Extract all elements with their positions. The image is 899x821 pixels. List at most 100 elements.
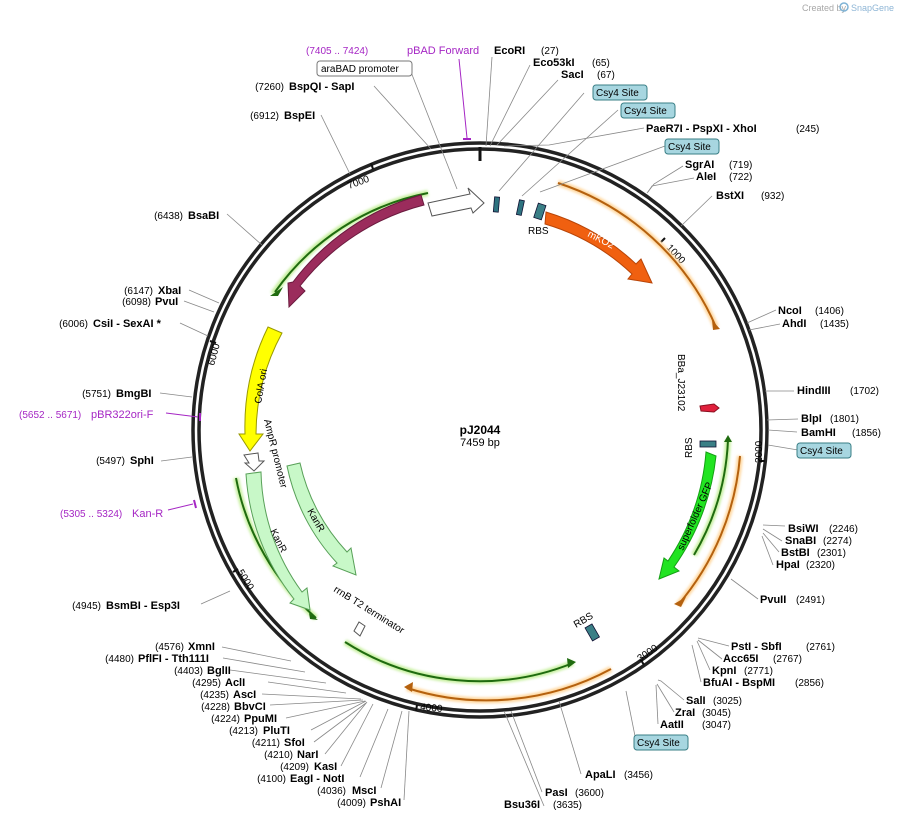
enzyme-name[interactable]: CsiI - SexAI *: [93, 318, 162, 330]
rbs-marker-top[interactable]: [533, 202, 547, 221]
tick-3000: [640, 659, 645, 666]
enzyme-name[interactable]: SgrAI: [685, 159, 714, 171]
enzyme-pos: (4209): [280, 762, 309, 773]
csy4-site-box-2[interactable]: [620, 102, 676, 119]
enzyme-pos: (6912): [250, 111, 279, 122]
arabad-promoter-box[interactable]: [316, 60, 413, 77]
right-green-arrowhead: [724, 435, 732, 442]
csy4-block-1[interactable]: [492, 196, 501, 213]
enzyme-name[interactable]: BstXI: [716, 190, 744, 202]
enzyme-pos: (4213): [229, 726, 258, 737]
mko2-feature[interactable]: [544, 211, 653, 284]
enzyme-name[interactable]: SacI: [561, 69, 584, 81]
enzyme-pos: (4945): [72, 601, 101, 612]
enzyme-name[interactable]: AhdI: [782, 318, 806, 330]
arabad-promoter-arrow[interactable]: [427, 187, 485, 217]
enzyme-name[interactable]: BfuAI - BspMI: [703, 677, 775, 689]
enzyme-pos: (3456): [624, 770, 653, 781]
enzyme-name[interactable]: HindIII: [797, 385, 831, 397]
enzyme-pos: (1406): [815, 306, 844, 317]
enzyme-name[interactable]: BstBI: [781, 547, 810, 559]
rrnb-t2-terminator-marker[interactable]: [353, 621, 366, 637]
enzyme-name[interactable]: BbvCI: [234, 701, 266, 713]
csy4-site-label-5: Csy4 Site: [637, 738, 680, 749]
csy4-site-box-4[interactable]: [796, 442, 852, 459]
arac-strand-arc: [274, 192, 429, 293]
plasmid-backbone: [191, 141, 769, 719]
enzyme-name[interactable]: KasI: [314, 761, 337, 773]
plasmid-name: pJ2044: [460, 423, 501, 437]
enzyme-name[interactable]: PvuI: [155, 296, 178, 308]
kanr-feature-right[interactable]: [286, 462, 357, 576]
enzyme-name[interactable]: AatII: [660, 719, 684, 731]
enzyme-name[interactable]: NarI: [297, 749, 318, 761]
enzyme-name[interactable]: BamHI: [801, 427, 836, 439]
boxed-labels: araBAD promoter Csy4 Site Csy4 Site Csy4…: [316, 60, 852, 751]
pbad-forward-name: pBAD Forward: [407, 45, 479, 57]
csy4-site-box-3[interactable]: [664, 138, 720, 155]
enzyme-pos: (3045): [702, 708, 731, 719]
enzyme-name[interactable]: AclI: [225, 677, 245, 689]
enzyme-name[interactable]: BsiWI: [788, 523, 819, 535]
enzyme-name[interactable]: KpnI: [712, 665, 736, 677]
enzyme-name[interactable]: SnaBI: [785, 535, 816, 547]
csy4-site-box-1[interactable]: [592, 84, 648, 101]
enzyme-name[interactable]: XmnI: [188, 641, 215, 653]
enzyme-name[interactable]: BglII: [207, 665, 231, 677]
enzyme-name[interactable]: PpuMI: [244, 713, 277, 725]
enzyme-name[interactable]: BspEI: [284, 110, 315, 122]
enzyme-name[interactable]: SphI: [130, 455, 154, 467]
enzyme-name[interactable]: AleI: [696, 171, 716, 183]
enzyme-name[interactable]: BspQI - SapI: [289, 81, 354, 93]
enzyme-name[interactable]: NcoI: [778, 305, 802, 317]
kan-r-name: Kan-R: [132, 508, 163, 520]
enzyme-name[interactable]: PstI - SbfI: [731, 641, 782, 653]
kan-r-pos: (5305 .. 5324): [60, 509, 122, 520]
enzyme-name[interactable]: PvuII: [760, 594, 786, 606]
enzyme-name[interactable]: EcoRI: [494, 45, 525, 57]
ampr-promoter-arrow[interactable]: [243, 452, 266, 472]
enzyme-name[interactable]: Acc65I: [723, 653, 758, 665]
tick-6000: [209, 340, 217, 344]
enzyme-name[interactable]: HpaI: [776, 559, 800, 571]
enzyme-name[interactable]: SalI: [686, 695, 706, 707]
enzyme-name[interactable]: XbaI: [158, 285, 181, 297]
rbs-marker-bottom[interactable]: [584, 623, 601, 642]
tick-label-5000: 5000: [234, 568, 255, 593]
enzyme-name[interactable]: PluTI: [263, 725, 290, 737]
enzyme-name[interactable]: BsaBI: [188, 210, 219, 222]
enzyme-name[interactable]: Eco53kI: [533, 57, 575, 69]
enzyme-name[interactable]: PshAI: [370, 797, 401, 809]
cola-ori-feature[interactable]: [238, 326, 283, 452]
enzyme-pos: (67): [597, 70, 615, 81]
right-orange-arrowhead: [674, 597, 686, 607]
arabad-promoter-box-label: araBAD promoter: [321, 64, 399, 75]
enzyme-name[interactable]: BlpI: [801, 413, 822, 425]
enzyme-name[interactable]: ApaLI: [585, 769, 616, 781]
superfolder-gfp-feature[interactable]: [658, 451, 717, 580]
enzyme-name[interactable]: PaeR7I - PspXI - XhoI: [646, 123, 757, 135]
enzyme-name[interactable]: ZraI: [675, 707, 695, 719]
primer-marks: [165, 58, 471, 511]
enzyme-name[interactable]: AscI: [233, 689, 256, 701]
bba-j23102-marker[interactable]: [699, 403, 720, 413]
arac-feature[interactable]: [287, 194, 425, 309]
enzyme-name[interactable]: PasI: [545, 787, 568, 799]
enzyme-name[interactable]: Bsu36I: [504, 799, 540, 811]
csy4-site-label-3: Csy4 Site: [668, 142, 711, 153]
enzyme-name[interactable]: PflFI - Tth111I: [138, 653, 209, 665]
enzyme-pos: (2856): [795, 678, 824, 689]
enzyme-pos: (2491): [796, 595, 825, 606]
bba-j23102-label: BBa_J23102: [675, 354, 686, 412]
mko2-strand-arc: [557, 182, 717, 328]
enzyme-name[interactable]: BsmBI - Esp3I: [106, 600, 180, 612]
enzyme-pos: (5751): [82, 389, 111, 400]
enzyme-name[interactable]: SfoI: [284, 737, 305, 749]
enzyme-name[interactable]: EagI - NotI: [290, 773, 344, 785]
csy4-block-2[interactable]: [515, 199, 525, 216]
csy4-site-box-5[interactable]: [633, 734, 689, 751]
rbs-marker-right[interactable]: [699, 440, 717, 448]
enzyme-name[interactable]: MscI: [352, 785, 376, 797]
enzyme-name[interactable]: BmgBI: [116, 388, 151, 400]
kanr-feature-left[interactable]: [245, 471, 311, 611]
